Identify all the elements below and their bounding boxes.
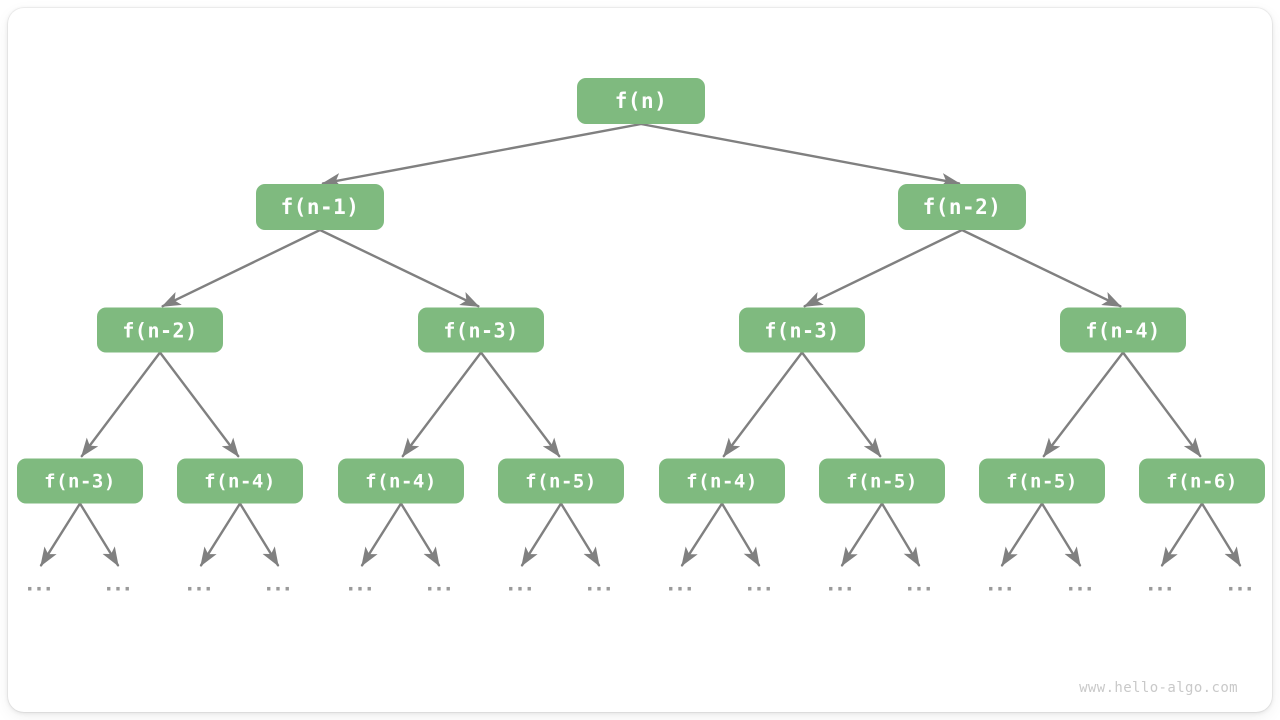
leaf-stub-edge	[39, 502, 82, 567]
tree-node: f(n-3)	[418, 307, 544, 353]
tree-node: f(n-4)	[1060, 307, 1186, 353]
tree-edge	[639, 122, 961, 188]
ellipsis-marker: ...	[1067, 573, 1095, 596]
leaf-stub-edge	[520, 502, 563, 567]
leaf-stub-edge	[238, 502, 280, 567]
leaf-stub-group	[39, 502, 1242, 567]
leaf-stub-edge	[680, 502, 724, 567]
ellipsis-marker: ...	[987, 573, 1015, 596]
ellipsis-marker: ...	[265, 573, 293, 596]
leaf-stub-edge	[399, 502, 441, 567]
ellipsis-marker: ...	[1147, 573, 1175, 596]
ellipsis-marker: ...	[906, 573, 934, 596]
tree-edge	[1121, 351, 1202, 458]
tree-edge	[722, 351, 804, 458]
tree-node: f(n-5)	[979, 458, 1105, 504]
leaf-stub-edge	[559, 502, 601, 567]
tree-edge	[1042, 351, 1125, 458]
leaf-stub-edge	[1160, 502, 1204, 567]
ellipsis-marker: ...	[347, 573, 375, 596]
ellipsis-marker: ...	[426, 573, 454, 596]
tree-node: f(n-5)	[819, 458, 945, 504]
tree-node: f(n-4)	[338, 458, 464, 504]
tree-node: f(n)	[577, 78, 705, 124]
tree-node: f(n-5)	[498, 458, 624, 504]
leaf-stub-edge	[840, 502, 884, 567]
watermark: www.hello-algo.com	[1079, 680, 1238, 696]
leaf-stub-edge	[1200, 502, 1242, 567]
ellipsis-marker: ...	[667, 573, 695, 596]
tree-node: f(n-3)	[739, 307, 865, 353]
tree-edge	[161, 228, 322, 308]
ellipsis-marker: ...	[1227, 573, 1255, 596]
leaf-stub-edge	[360, 502, 403, 567]
leaf-stub-edge	[78, 502, 120, 567]
tree-node: f(n-6)	[1139, 458, 1265, 504]
tree-edge	[158, 351, 240, 458]
ellipsis-marker: ...	[507, 573, 535, 596]
leaf-stub-edge	[199, 502, 242, 567]
tree-edge	[800, 351, 882, 458]
ellipsis-marker: ...	[105, 573, 133, 596]
tree-node: f(n-1)	[256, 184, 384, 230]
ellipsis-marker: ...	[746, 573, 774, 596]
tree-node: f(n-2)	[97, 307, 223, 353]
tree-edge	[321, 122, 643, 188]
leaf-stub-edge	[880, 502, 921, 567]
tree-edge	[80, 351, 162, 458]
tree-node: f(n-4)	[177, 458, 303, 504]
tree-edge	[479, 351, 561, 458]
ellipsis-marker: ...	[827, 573, 855, 596]
ellipsis-marker: ...	[586, 573, 614, 596]
tree-node: f(n-3)	[17, 458, 143, 504]
leaf-stub-edge	[720, 502, 761, 567]
ellipsis-marker: ...	[26, 573, 54, 596]
tree-edge	[318, 228, 480, 308]
tree-edge	[803, 228, 964, 308]
tree-edge	[401, 351, 483, 458]
ellipsis-marker: ...	[186, 573, 214, 596]
tree-edge	[960, 228, 1122, 308]
tree-node: f(n-4)	[659, 458, 785, 504]
edge-group	[80, 122, 1202, 458]
tree-node: f(n-2)	[898, 184, 1026, 230]
leaf-stub-edge	[1040, 502, 1082, 567]
leaf-stub-edge	[1000, 502, 1044, 567]
